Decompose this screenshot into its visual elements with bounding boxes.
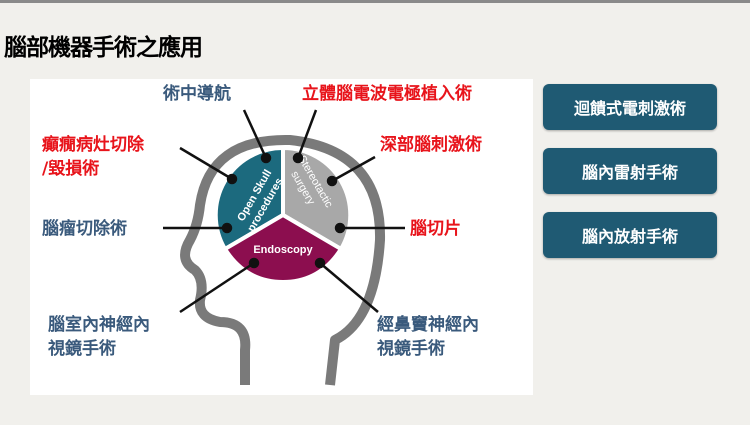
label-dbs: 深部腦刺激術 [380, 135, 482, 155]
button-laser-ablation[interactable]: 腦內雷射手術 [543, 148, 717, 194]
label-epilepsy-line1: 癲癇病灶切除 [42, 135, 144, 155]
connector-dot [314, 257, 326, 269]
top-border [0, 0, 750, 3]
label-ventricular-line2: 視鏡手術 [48, 339, 116, 359]
button-radiosurgery[interactable]: 腦內放射手術 [543, 212, 717, 258]
connectors [163, 109, 405, 314]
page-title: 腦部機器手術之應用 [4, 35, 203, 61]
label-seeg: 立體腦電波電極植入術 [302, 84, 472, 104]
connector-dot [334, 222, 346, 234]
head-outline [180, 134, 386, 386]
connector-dot [226, 173, 238, 185]
label-ventricular-line1: 腦室內神經內 [48, 315, 150, 335]
button-responsive-neurostimulation[interactable]: 迴饋式電刺激術 [543, 84, 717, 130]
connector-dot [221, 222, 233, 234]
label-transnasal-line1: 經鼻竇神經內 [377, 315, 479, 335]
connector-dot [248, 257, 260, 269]
label-tumor-resection: 腦瘤切除術 [42, 219, 127, 239]
label-biopsy: 腦切片 [410, 219, 461, 239]
connector-dot [292, 152, 304, 164]
label-transnasal-line2: 視鏡手術 [377, 339, 445, 359]
segment-label-endoscopy: Endoscopy [253, 244, 313, 256]
label-epilepsy-line2: /毀損術 [42, 159, 100, 179]
connector-dot [326, 175, 338, 187]
label-intraop-navigation: 術中導航 [163, 84, 231, 104]
connector-dot [260, 152, 272, 164]
